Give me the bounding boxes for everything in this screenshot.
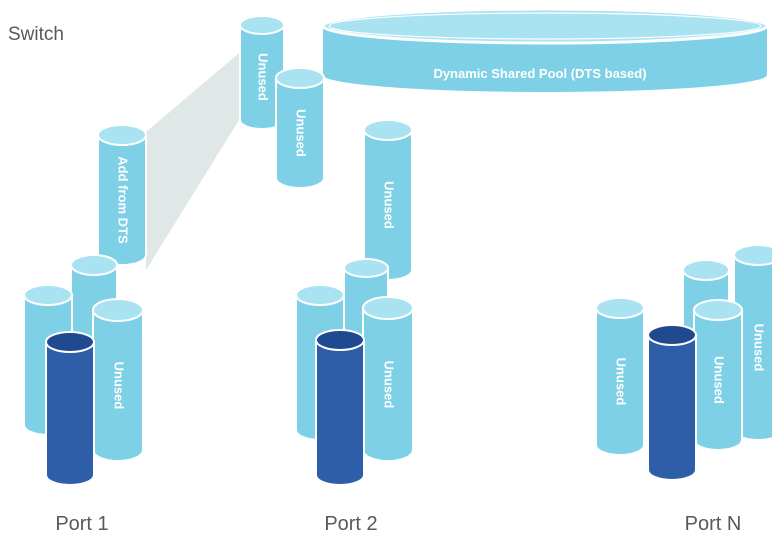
port-1-buffer-used-body (45, 341, 95, 486)
dynamic-shared-pool (321, 7, 769, 92)
port-2-buffer-back-top (343, 258, 389, 278)
port-n-buffer-right: Unused (693, 299, 743, 451)
port-2-buffer-used-body (315, 339, 365, 486)
dynamic-shared-pool-label: Dynamic Shared Pool (DTS based) (433, 66, 646, 81)
port-n-buffer-far-label: Unused (752, 324, 767, 372)
port-n-buffer-left-label: Unused (614, 358, 629, 406)
port-1-buffer-back-top (70, 254, 118, 276)
port-n-buffer-back-top (682, 259, 730, 281)
pool-rim (328, 12, 762, 40)
port-1-buffer-right-top (92, 298, 144, 322)
port-n-buffer-used-top (647, 324, 697, 346)
switch-title: Switch (8, 24, 64, 45)
port-n-buffer-right-top (693, 299, 743, 321)
port-n-buffer-far-top (733, 244, 772, 266)
port-n-label: Port N (685, 513, 742, 535)
port-n-buffer-left-body (595, 307, 645, 456)
port-n-buffer-right-label: Unused (712, 356, 727, 404)
port-2-buffer-left-top (295, 284, 345, 306)
port-2-buffer-used (315, 329, 365, 486)
port-2-buffer-right-label: Unused (382, 361, 397, 409)
port-n-buffer-left-top (595, 297, 645, 319)
pool-top (321, 7, 769, 45)
pool-buffer-1: Unused (239, 15, 285, 130)
pool-buffer-2-body (275, 77, 325, 189)
pool-buffer-1-top (239, 15, 285, 35)
pool-body (323, 26, 767, 92)
pool-buffer-2-label: Unused (294, 109, 309, 157)
port-n-buffer-far: Unused (733, 244, 772, 441)
port-2-buffer-right: Unused (362, 296, 414, 462)
pool-buffer-1-label: Unused (256, 53, 271, 101)
port-1-buffer-used (45, 331, 95, 486)
port-2-buffer-dts-label: Unused (382, 181, 397, 229)
port-n-buffer-used-body (647, 334, 697, 481)
dts-allocation-wedge (146, 48, 245, 270)
port-2-buffer-dts-top (363, 119, 413, 141)
port-2-buffer-right-top (362, 296, 414, 320)
port-n-buffer-used (647, 324, 697, 481)
port-1-buffer-dts-top (97, 124, 147, 146)
port-n-buffer-left: Unused (595, 297, 645, 456)
port-1-buffer-used-top (45, 331, 95, 353)
pool-buffer-2-top (275, 67, 325, 89)
pool-buffer-2: Unused (275, 67, 325, 189)
port-1-buffer-dts: Add from DTS (97, 124, 147, 266)
port-2-buffer-dts: Unused (363, 119, 413, 281)
port-1-buffer-right: Unused (92, 298, 144, 462)
port-1-label: Port 1 (55, 513, 108, 535)
port-2-label: Port 2 (324, 513, 377, 535)
port-2-buffer-used-top (315, 329, 365, 351)
port-1-buffer-dts-label: Add from DTS (116, 156, 131, 244)
port-1-buffer-right-label: Unused (112, 362, 127, 410)
port-1-buffer-left-top (23, 284, 73, 306)
